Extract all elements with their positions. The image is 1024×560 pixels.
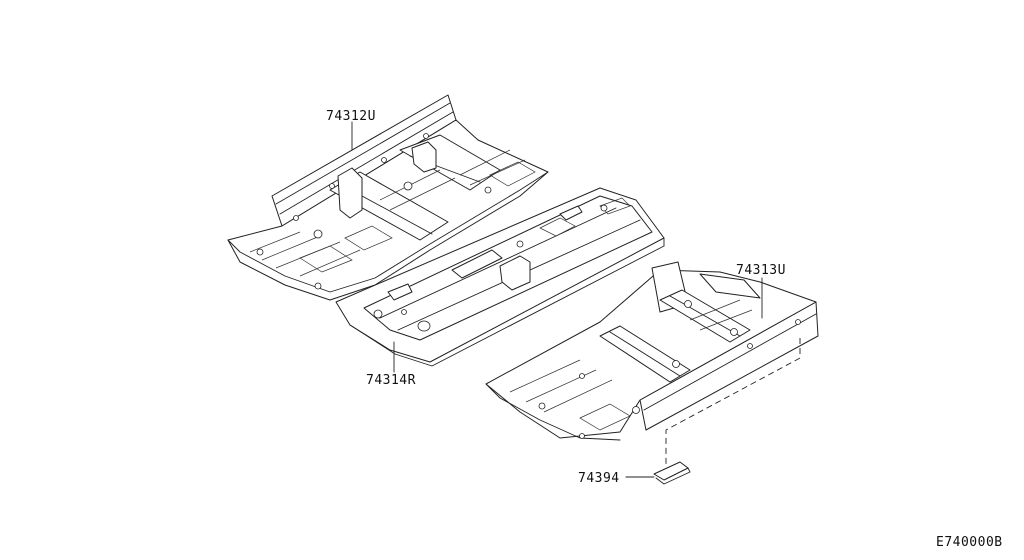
part-label-74314R: 74314R [366, 373, 416, 388]
floor-panel-front [227, 94, 549, 301]
location-dash-line [665, 338, 801, 464]
bracket-part [653, 461, 691, 485]
part-label-74313U: 74313U [736, 263, 786, 278]
part-label-74394: 74394 [578, 471, 620, 486]
floor-panel-center [335, 187, 665, 367]
floor-panel-rear [485, 261, 819, 441]
diagram-code: E740000B [936, 535, 1003, 550]
part-label-74312U: 74312U [326, 109, 376, 124]
